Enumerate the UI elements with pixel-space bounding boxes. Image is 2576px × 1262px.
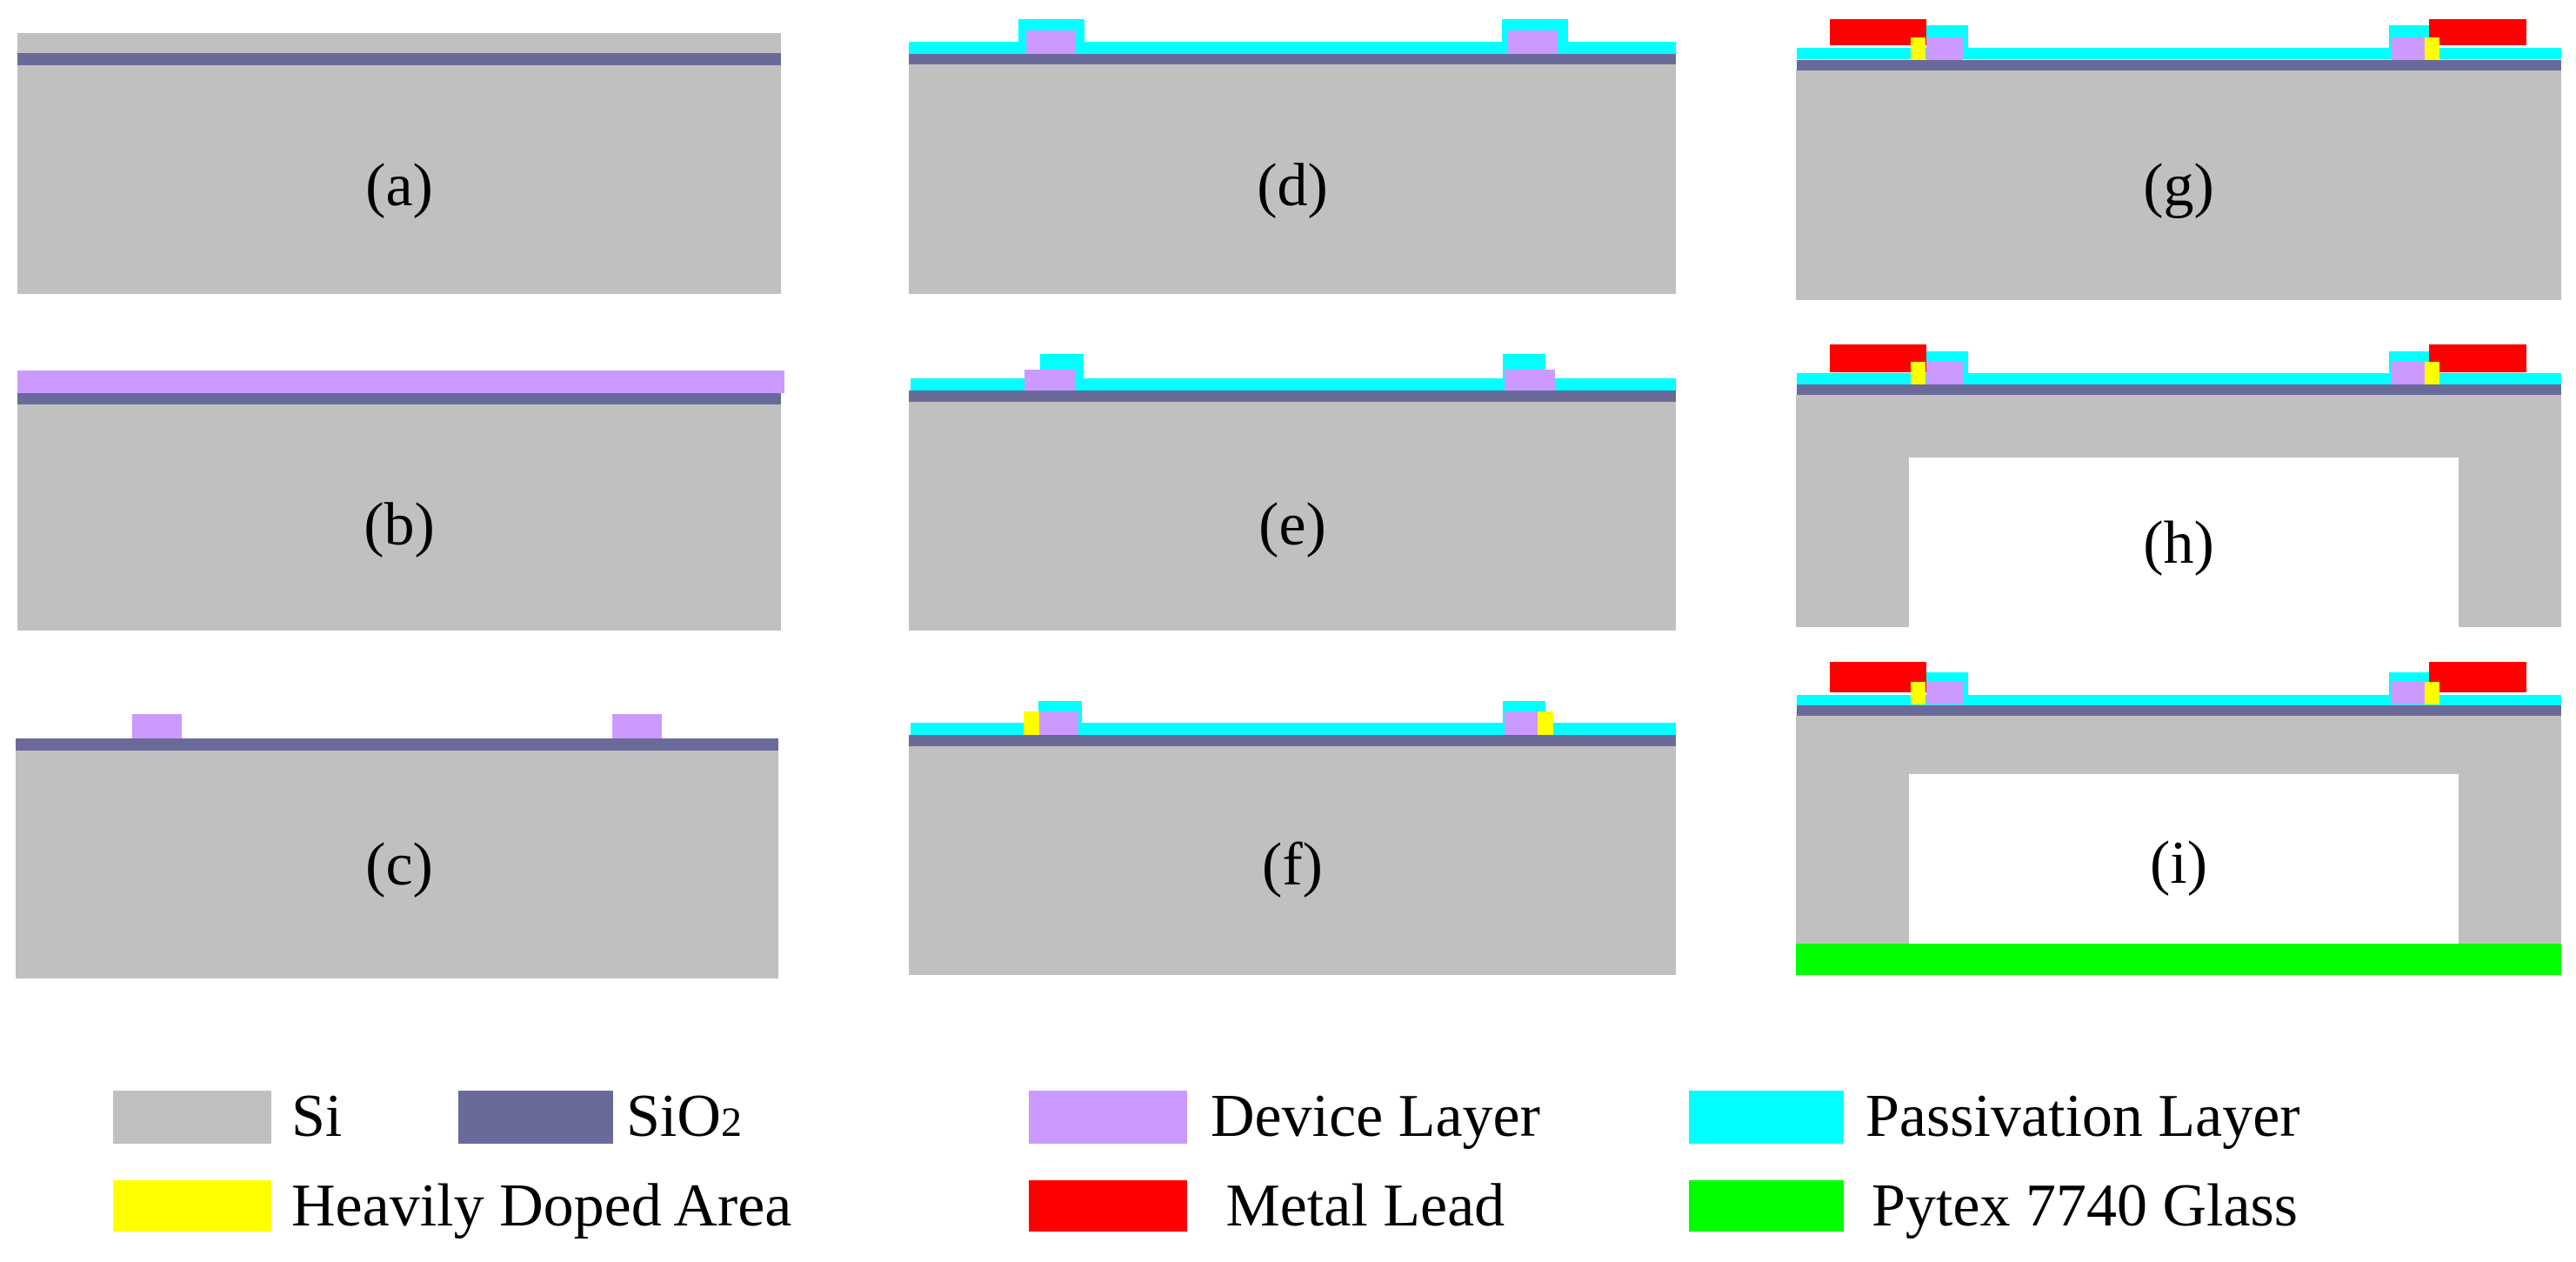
device-pad-right [1505, 711, 1538, 735]
device-pad-right [2392, 682, 2425, 704]
panel-f: (f) [909, 701, 1676, 975]
si-substrate [909, 64, 1676, 294]
legend-label-heavily-doped-area: Heavily Doped Area [291, 1172, 791, 1239]
metal-lead-right [2429, 662, 2526, 692]
panel-c: (c) [16, 714, 778, 978]
passivation-layer [909, 42, 1676, 54]
sio2-layer [1797, 384, 2561, 395]
sio2-layer [1797, 60, 2561, 70]
legend-label-pytex-glass: Pytex 7740 Glass [1872, 1172, 2298, 1239]
device-layer [17, 371, 784, 393]
panel-d: (d) [909, 19, 1676, 294]
panel-label-f: (f) [1262, 831, 1323, 898]
panel-label-c: (c) [365, 831, 433, 898]
sio2-layer [17, 53, 781, 65]
doped-area-left [1911, 362, 1925, 384]
passivation-layer [1797, 373, 2561, 384]
device-pad-right [2392, 362, 2425, 384]
sio2-layer [909, 54, 1676, 64]
sio2-layer [16, 738, 778, 751]
panel-g: (g) [1796, 19, 2561, 300]
device-pad-left [1026, 30, 1076, 54]
panel-label-b: (b) [364, 491, 435, 558]
doped-area-left [1911, 37, 1925, 60]
panel-label-h: (h) [2143, 510, 2214, 577]
metal-lead-right [2429, 344, 2526, 372]
legend-label-sio2: SiO2 [626, 1083, 742, 1150]
sio2-layer [1797, 705, 2561, 716]
doped-area-right [2425, 682, 2439, 704]
legend-item-pytex-glass: Pytex 7740 Glass [1689, 1172, 2298, 1239]
legend-swatch-heavily-doped-area [113, 1180, 271, 1232]
doped-area-left [1024, 711, 1039, 735]
panel-b: (b) [17, 371, 784, 631]
device-pad-right [2392, 37, 2425, 60]
legend-item-passivation-layer: Passivation Layer [1689, 1083, 2300, 1150]
legend-label-metal-lead: Metal Lead [1211, 1172, 1505, 1239]
si-substrate [17, 395, 781, 631]
panel-label-g: (g) [2143, 152, 2214, 219]
si-substrate [17, 33, 781, 294]
device-pad-left [1926, 37, 1963, 60]
si-substrate [909, 401, 1676, 631]
si-substrate [16, 748, 778, 978]
sio2-layer [909, 391, 1676, 402]
device-pad-right [1508, 30, 1558, 54]
panel-label-a: (a) [365, 152, 433, 219]
device-pad-left [1926, 682, 1963, 704]
panel-h: (h) [1796, 344, 2561, 627]
doped-area-right [2425, 362, 2439, 384]
panel-label-d: (d) [1257, 152, 1328, 219]
doped-area-right [1538, 711, 1553, 735]
cavity [1909, 457, 2459, 627]
device-pad-left [1024, 370, 1075, 391]
panel-a: (a) [17, 33, 781, 294]
legend-label-passivation-layer: Passivation Layer [1865, 1083, 2300, 1150]
legend-swatch-metal-lead [1029, 1180, 1187, 1232]
legend-item-metal-lead: Metal Lead [1029, 1172, 1505, 1239]
legend-label-device-layer: Device Layer [1211, 1083, 1540, 1150]
device-pad-left [132, 714, 182, 738]
metal-lead-right [2429, 19, 2526, 45]
metal-lead-left [1830, 19, 1926, 45]
passivation-layer [911, 723, 1676, 735]
panel-i: (i) [1796, 662, 2561, 975]
legend-item-si: Si [113, 1083, 342, 1150]
legend-item-device-layer: Device Layer [1029, 1083, 1540, 1150]
panel-e: (e) [909, 354, 1676, 631]
device-pad-right [612, 714, 662, 738]
cavity [1909, 774, 2459, 944]
legend-swatch-device-layer [1029, 1091, 1187, 1144]
panel-label-i: (i) [2150, 830, 2207, 897]
panel-label-e: (e) [1258, 491, 1326, 558]
passivation-layer [911, 378, 1676, 391]
sio2-layer [909, 735, 1676, 746]
doped-area-right [2425, 37, 2439, 60]
legend-label-sio2-subscript: 2 [721, 1099, 742, 1145]
device-pad-left [1039, 711, 1078, 735]
legend-item-heavily-doped-area: Heavily Doped Area [113, 1172, 791, 1239]
sio2-layer [17, 393, 781, 404]
metal-lead-left [1830, 344, 1926, 372]
legend: Si SiO2 Device Layer Passivation Layer H… [113, 1083, 2300, 1239]
legend-swatch-si [113, 1091, 271, 1144]
passivation-layer [1797, 695, 2561, 706]
metal-lead-left [1830, 662, 1926, 692]
device-pad-left [1926, 362, 1963, 384]
passivation-layer [1797, 48, 2561, 59]
legend-swatch-passivation-layer [1689, 1091, 1844, 1144]
glass-layer [1796, 944, 2561, 975]
doped-area-left [1911, 682, 1925, 704]
si-substrate [1796, 70, 2561, 300]
legend-label-si: Si [291, 1083, 342, 1150]
legend-swatch-sio2 [458, 1091, 613, 1144]
legend-item-sio2: SiO2 [458, 1083, 742, 1150]
si-substrate [909, 745, 1676, 975]
legend-swatch-pytex-glass [1689, 1180, 1844, 1232]
device-pad-right [1505, 370, 1555, 391]
